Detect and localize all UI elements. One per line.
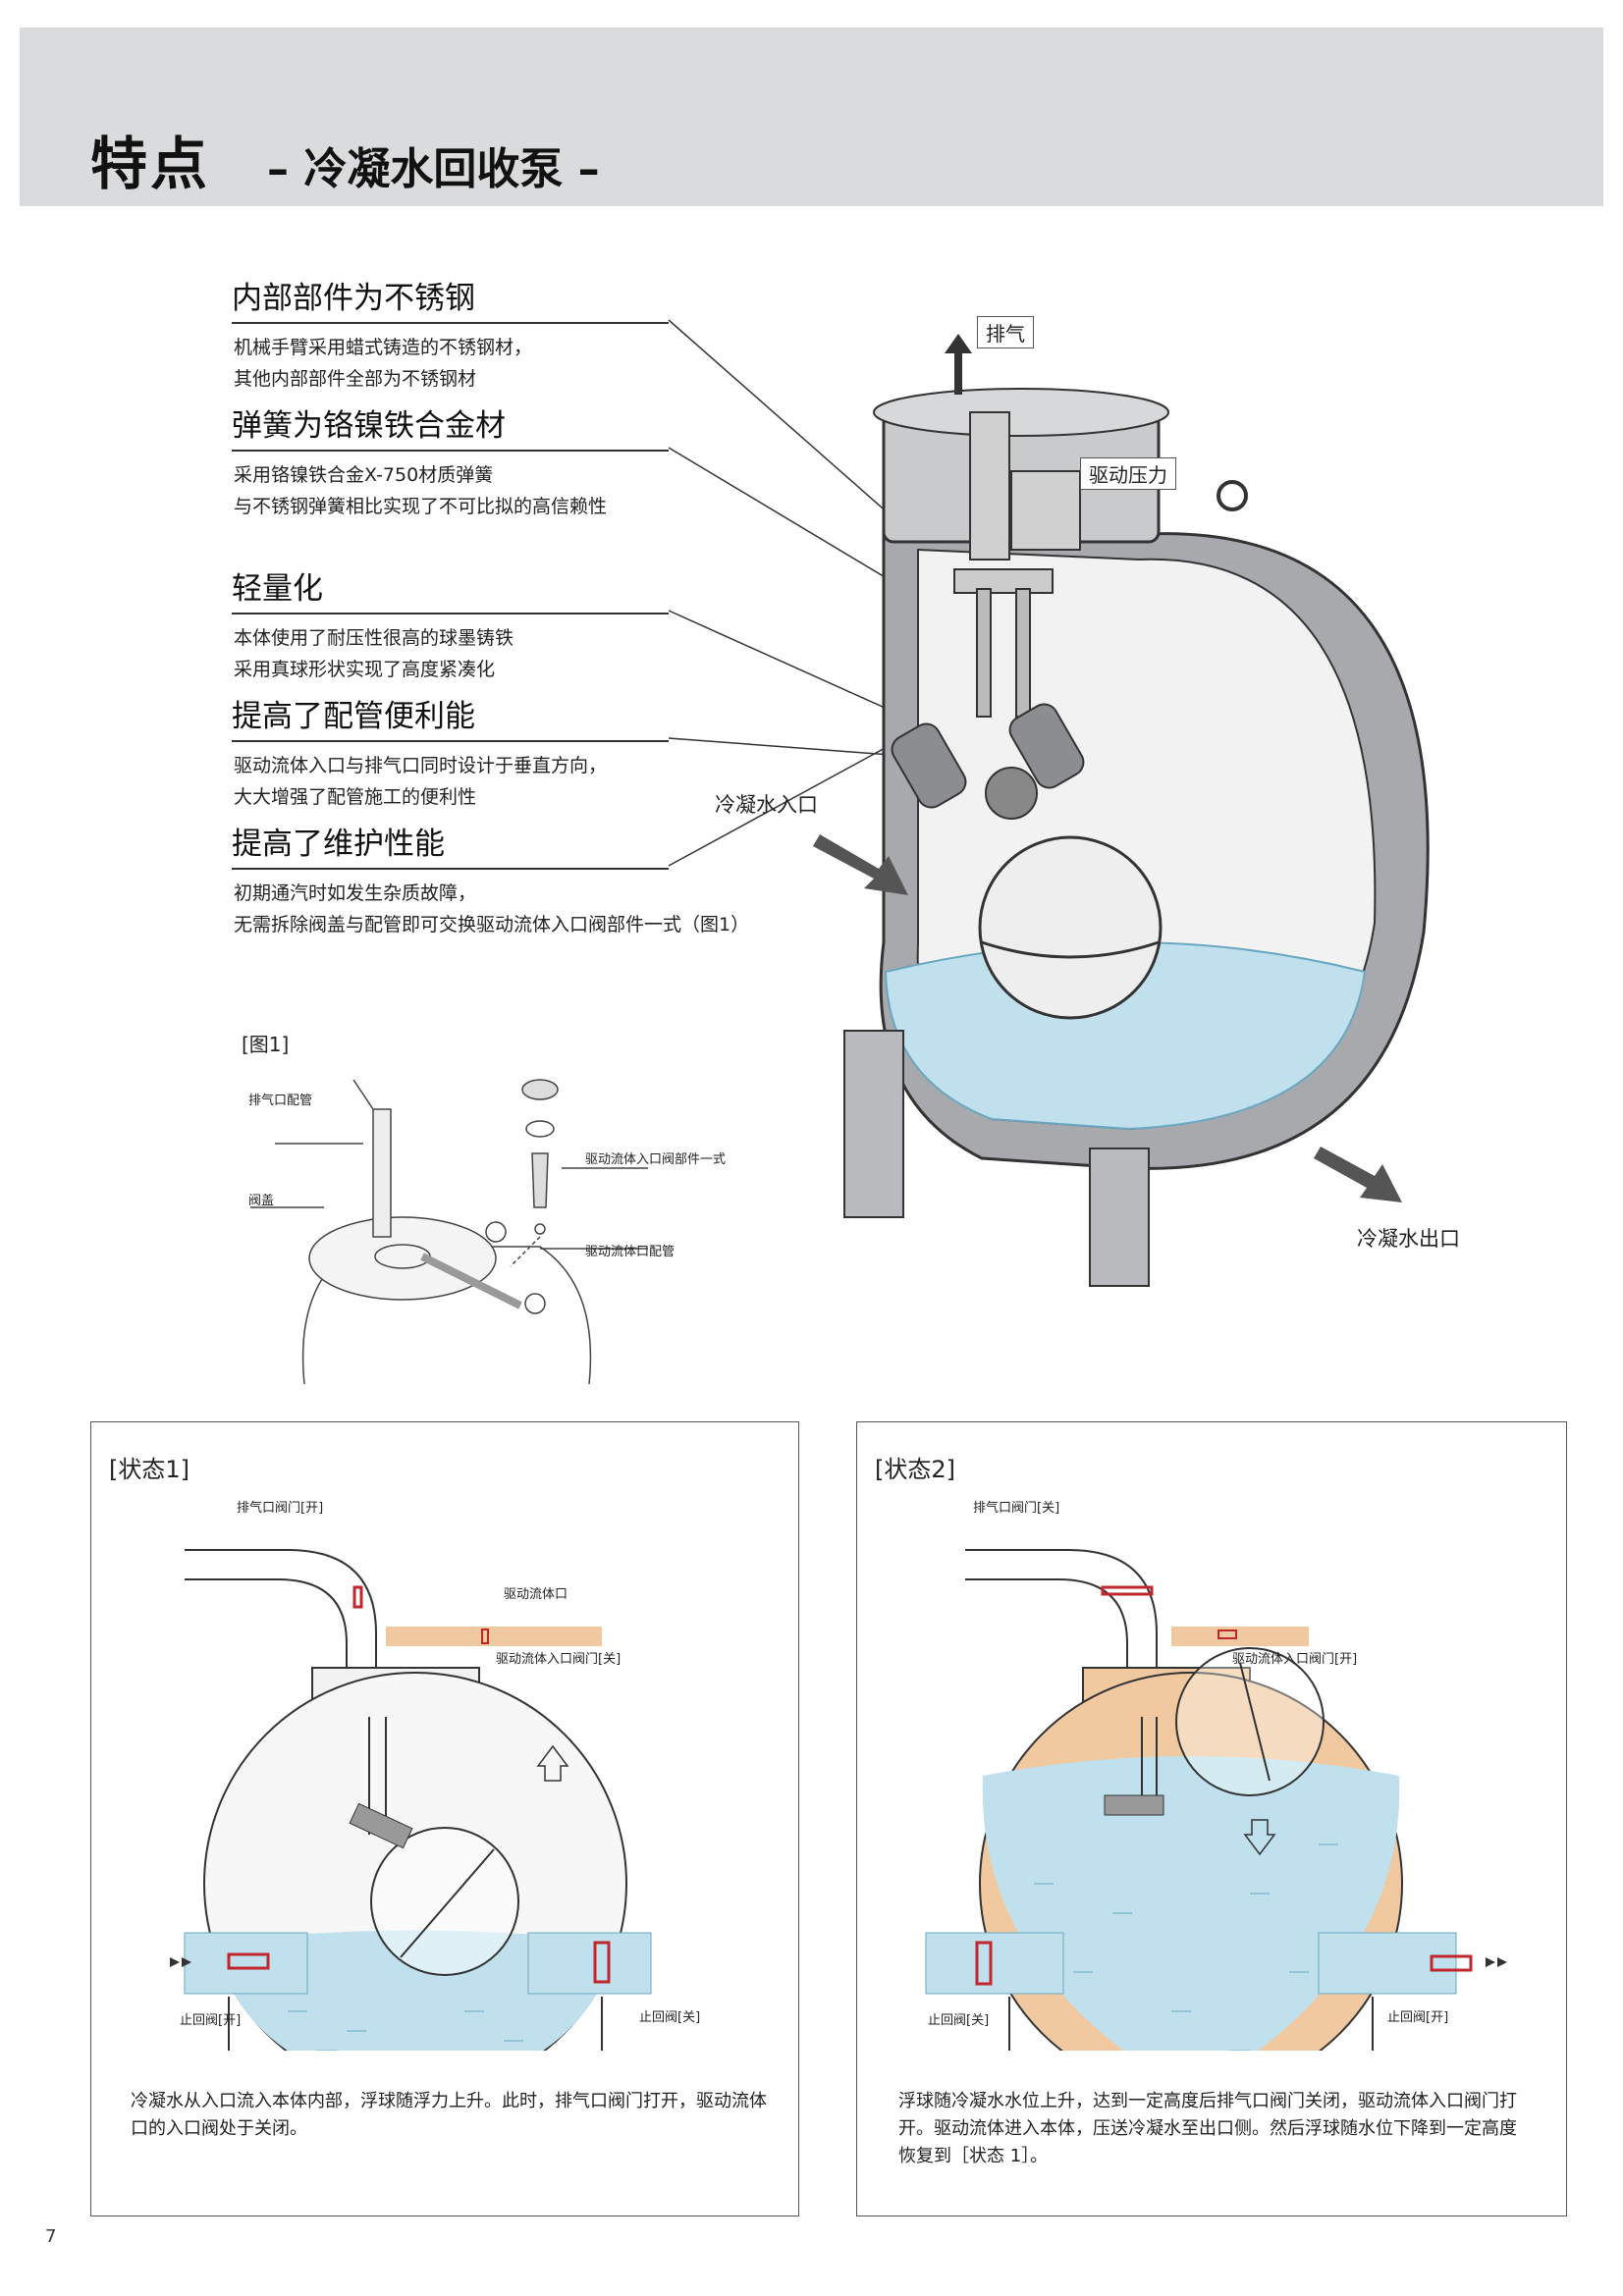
page-title: 特点 bbox=[90, 131, 211, 197]
page-subtitle: – 冷凝水回收泵 – bbox=[267, 144, 600, 194]
page-number: 7 bbox=[45, 2226, 57, 2247]
label-condensate-outlet: 冷凝水出口 bbox=[1357, 1227, 1460, 1251]
feature-text: 采用铬镍铁合金X-750材质弹簧与不锈钢弹簧相比实现了不可比拟的高信赖性 bbox=[234, 464, 608, 517]
feature-title: 弹簧为铬镍铁合金材 bbox=[232, 404, 669, 452]
state1-exhaust-valve: 排气口阀门[开] bbox=[237, 1501, 324, 1516]
feature-maintenance: 提高了维护性能 初期通汽时如发生杂质故障，无需拆除阀盖与配管即可交换驱动流体入口… bbox=[232, 823, 821, 940]
feature-piping: 提高了配管便利能 驱动流体入口与排气口同时设计于垂直方向，大大增强了配管施工的便… bbox=[232, 695, 669, 813]
state1-panel: [状态1] bbox=[90, 1421, 799, 2216]
state2-description: 浮球随冷凝水水位上升，达到一定高度后排气口阀门关闭，驱动流体入口阀门打开。驱动流… bbox=[898, 2091, 1517, 2166]
fig1-title: [图1] bbox=[242, 1033, 290, 1056]
fig1-inlet-pipe: 驱动流体口配管 bbox=[585, 1245, 676, 1259]
feature-title: 提高了配管便利能 bbox=[232, 695, 669, 742]
feature-title: 轻量化 bbox=[232, 567, 669, 614]
feature-text: 驱动流体入口与排气口同时设计于垂直方向，大大增强了配管施工的便利性 bbox=[234, 755, 608, 808]
state2-panel: [状态2] 排气口阀门[关] 驱动流体入口阀门[开] 止回阀[关] 止回阀[ bbox=[856, 1421, 1567, 2216]
exhaust-arrow bbox=[945, 334, 972, 395]
label-exhaust: 排气 bbox=[977, 316, 1034, 348]
fig1-inlet-valve-kit: 驱动流体入口阀部件一式 bbox=[585, 1152, 727, 1167]
state1-check-left: 止回阀[开] bbox=[180, 2013, 242, 2028]
state1-diagram bbox=[170, 1549, 652, 2051]
fig1-diagram bbox=[250, 1079, 648, 1385]
state1-check-right: 止回阀[关] bbox=[639, 2010, 701, 2025]
state1-drive-port: 驱动流体口 bbox=[504, 1587, 568, 1602]
outlet-arrow bbox=[1314, 1147, 1402, 1202]
state2-title: [状态2] bbox=[875, 1456, 955, 1483]
inlet-arrow bbox=[813, 834, 908, 895]
fig1-valve-cover: 阀盖 bbox=[248, 1194, 275, 1208]
state1-description: 冷凝水从入口流入本体内部，浮球随浮力上升。此时，排气口阀门打开，驱动流体口的入口… bbox=[131, 2091, 767, 2139]
state1-title: [状态1] bbox=[109, 1456, 189, 1483]
feature-spring: 弹簧为铬镍铁合金材 采用铬镍铁合金X-750材质弹簧与不锈钢弹簧相比实现了不可比… bbox=[232, 404, 669, 522]
feature-title: 提高了维护性能 bbox=[232, 823, 669, 870]
feature-lightweight: 轻量化 本体使用了耐压性很高的球墨铸铁采用真球形状实现了高度紧凑化 bbox=[232, 567, 669, 685]
state2-check-right: 止回阀[开] bbox=[1387, 2010, 1449, 2025]
state2-drive-inlet-valve: 驱动流体入口阀门[开] bbox=[1232, 1652, 1358, 1667]
state1-drive-inlet-valve: 驱动流体入口阀门[关] bbox=[496, 1652, 622, 1667]
feature-text: 机械手臂采用蜡式铸造的不锈钢材，其他内部部件全部为不锈钢材 bbox=[234, 337, 533, 390]
pump-cutaway-diagram bbox=[668, 319, 1430, 1287]
feature-text: 本体使用了耐压性很高的球墨铸铁采用真球形状实现了高度紧凑化 bbox=[234, 627, 514, 680]
header-band bbox=[20, 27, 1603, 206]
feature-title: 内部部件为不锈钢 bbox=[232, 277, 669, 324]
label-drive-pressure: 驱动压力 bbox=[1080, 457, 1176, 490]
label-condensate-inlet: 冷凝水入口 bbox=[715, 793, 818, 817]
state2-check-left: 止回阀[关] bbox=[928, 2013, 990, 2028]
state2-diagram bbox=[925, 1549, 1507, 2051]
fig1-exhaust-pipe: 排气口配管 bbox=[248, 1094, 313, 1108]
feature-text: 初期通汽时如发生杂质故障，无需拆除阀盖与配管即可交换驱动流体入口阀部件一式（图1… bbox=[234, 882, 750, 935]
feature-stainless: 内部部件为不锈钢 机械手臂采用蜡式铸造的不锈钢材，其他内部部件全部为不锈钢材 bbox=[232, 277, 669, 395]
state2-exhaust-valve: 排气口阀门[关] bbox=[973, 1501, 1060, 1516]
